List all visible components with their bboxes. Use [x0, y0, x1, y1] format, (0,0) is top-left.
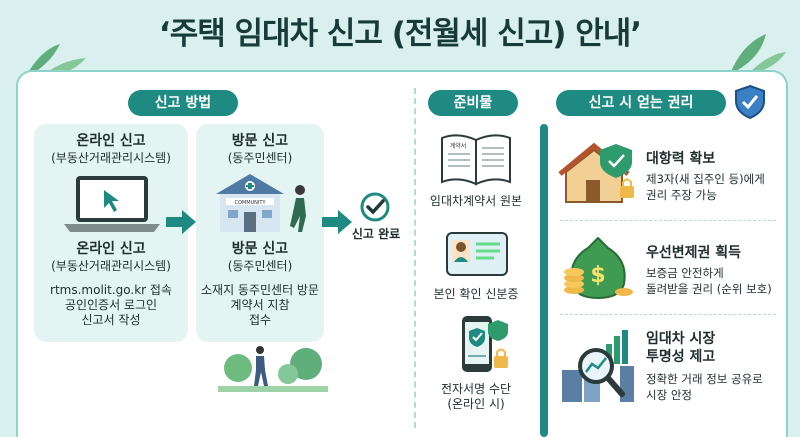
shield-check-icon	[735, 84, 765, 120]
right-3-title-2: 투명성 제고	[646, 349, 716, 365]
right-3-desc-1: 정확한 거래 정보 공유로	[646, 372, 763, 386]
doc-label: 계약서	[450, 142, 467, 150]
online-sub: (부동산거래관리시스템)	[51, 151, 171, 165]
rights-header: 신고 시 얻는 권리	[556, 90, 726, 116]
page-title: ‘주택 임대차 신고 (전월세 신고) 안내’	[158, 16, 642, 52]
park-walker-icon	[218, 346, 328, 392]
online-title: 온라인 신고	[76, 133, 146, 149]
visit-title-2: 방문 신고	[231, 241, 289, 257]
contract-book-icon: 계약서	[441, 134, 511, 186]
rights-sep-2	[560, 314, 776, 315]
visit-sub: (동주민센터)	[227, 151, 293, 165]
online-title-2: 온라인 신고	[76, 241, 146, 257]
check-circle-icon	[360, 192, 390, 222]
visit-desc-1: 소재지 동주민센터 방문	[200, 283, 320, 297]
online-sub-2: (부동산거래관리시스템)	[51, 259, 171, 273]
prep-item-3a: 전자서명 수단	[440, 382, 512, 396]
prep-header: 준비물	[428, 90, 518, 116]
arrow-right-icon-2	[322, 210, 352, 234]
right-3-title-1: 임대차 시장	[646, 331, 716, 347]
right-2-desc-1: 보증금 안전하게	[646, 266, 724, 280]
visit-sub-2: (동주민센터)	[227, 259, 293, 273]
phone-signature-icon	[462, 316, 508, 372]
house-shield-icon	[558, 142, 634, 203]
prep-item-3b: (온라인 시)	[447, 397, 505, 411]
visit-desc-3: 접수	[248, 313, 272, 327]
online-desc-1: rtms.molit.go.kr 접속	[50, 283, 172, 297]
arrow-right-icon	[166, 210, 196, 234]
right-1-title: 대항력 확보	[646, 151, 716, 167]
leaf-right-icon	[730, 34, 786, 74]
rights-timeline	[540, 124, 548, 437]
svg-text:$: $	[590, 263, 605, 288]
money-bag-icon: $	[564, 236, 633, 300]
laptop-icon	[64, 176, 160, 232]
market-magnifier-icon	[562, 330, 634, 402]
right-2-title: 우선변제권 획득	[646, 245, 742, 261]
prep-item-1: 임대차계약서 원본	[429, 194, 523, 208]
rights-sep-1	[560, 220, 776, 221]
online-box	[34, 124, 188, 342]
building-sign: COMMUNITY	[234, 200, 266, 206]
online-desc-3: 신고서 작성	[81, 313, 141, 327]
visit-desc-2: 계약서 지참	[230, 298, 290, 312]
right-1-desc-1: 제3자(새 집주인 등)에게	[646, 172, 765, 186]
visit-box	[196, 124, 324, 342]
right-2-desc-2: 돌려받을 권리 (순위 보호)	[646, 282, 772, 296]
visit-title: 방문 신고	[231, 133, 289, 149]
community-building-icon: COMMUNITY	[216, 174, 306, 232]
divider-1	[414, 88, 416, 428]
prep-item-2: 본인 확인 신분증	[433, 287, 519, 301]
method-header: 신고 방법	[128, 90, 238, 116]
id-card-icon	[446, 232, 508, 276]
right-3-desc-2: 시장 안정	[646, 388, 692, 402]
right-1-desc-2: 권리 주장 가능	[646, 188, 717, 202]
online-desc-2: 공인인증서 로그인	[64, 298, 158, 312]
done-label: 신고 완료	[351, 227, 401, 241]
